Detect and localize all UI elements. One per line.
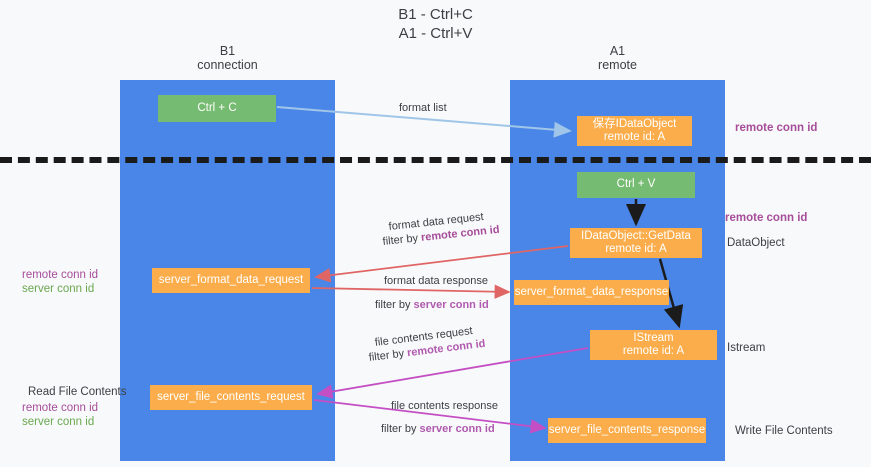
node-ctrl-v-label: Ctrl + V	[616, 178, 656, 191]
node-istream-sub: remote id: A	[622, 345, 685, 357]
edge-label-filter-prefix: filter by	[381, 423, 420, 435]
column-header-b1: B1 connection	[120, 44, 335, 72]
edge-label-file-contents-response-text: file contents response	[391, 400, 499, 412]
edge-label-file-contents-response-line1: file contents response	[391, 399, 498, 413]
node-ctrl-v[interactable]: Ctrl + V	[577, 172, 695, 198]
node-istream[interactable]: IStream remote id: A	[590, 330, 717, 360]
edge-label-format-list-text: format list	[399, 102, 447, 114]
side-label-left-server-conn-id-2: server conn id	[22, 416, 95, 428]
node-server-file-contents-response-label: server_file_contents_response	[548, 423, 706, 436]
side-label-left-conn-ids-bottom: remote conn id server conn id	[22, 401, 98, 429]
node-server-file-contents-request-label: server_file_contents_request	[157, 390, 305, 403]
column-header-b1-name: B1	[219, 44, 236, 58]
column-header-b1-role: connection	[197, 58, 258, 72]
node-save-idataobject[interactable]: 保存IDataObject remote id: A	[577, 116, 692, 146]
node-server-format-data-response[interactable]: server_format_data_response	[514, 280, 669, 305]
side-label-remote-conn-id-mid: remote conn id	[725, 212, 808, 224]
node-server-format-data-request-label: server_format_data_request	[158, 273, 304, 286]
edge-label-format-data-response-line1: format data response	[384, 274, 488, 288]
side-label-left-conn-ids-top: remote conn id server conn id	[22, 268, 98, 296]
node-save-idataobject-label: 保存IDataObject	[592, 117, 677, 130]
side-label-read-file-contents: Read File Contents	[28, 386, 127, 398]
column-header-a1-name: A1	[609, 44, 626, 58]
node-server-file-contents-request[interactable]: server_file_contents_request	[150, 385, 312, 410]
edge-label-filter-prefix: filter by	[382, 231, 422, 248]
node-server-file-contents-response[interactable]: server_file_contents_response	[548, 418, 706, 443]
side-label-left-remote-conn-id: remote conn id	[22, 269, 99, 281]
side-label-istream: Istream	[727, 342, 766, 354]
edge-label-filter-prefix: filter by	[368, 347, 408, 364]
edge-label-format-list: format list	[399, 101, 447, 115]
side-label-left-server-conn-id: server conn id	[22, 283, 95, 295]
node-idataobject-getdata-label: IDataObject::GetData	[581, 229, 691, 242]
node-server-format-data-response-label: server_format_data_response	[514, 285, 669, 298]
side-label-write-file-contents: Write File Contents	[735, 425, 833, 437]
node-ctrl-c-label: Ctrl + C	[197, 101, 237, 114]
node-ctrl-c[interactable]: Ctrl + C	[158, 95, 276, 122]
edge-label-filter-key: server conn id	[413, 299, 489, 311]
arrow-format-data-response	[311, 284, 511, 299]
page-title: B1 - Ctrl+C A1 - Ctrl+V	[0, 5, 871, 43]
node-save-idataobject-sub: remote id: A	[603, 131, 666, 143]
phase-divider	[0, 157, 871, 163]
edge-label-format-data-response-line2: filter by server conn id	[375, 298, 489, 312]
side-label-left-remote-conn-id-2: remote conn id	[22, 402, 99, 414]
side-label-remote-conn-id-top: remote conn id	[735, 122, 818, 134]
title-line-2: A1 - Ctrl+V	[398, 25, 473, 42]
column-header-a1-role: remote	[598, 58, 637, 72]
column-header-a1: A1 remote	[510, 44, 725, 72]
node-idataobject-getdata-sub: remote id: A	[605, 243, 667, 255]
edge-label-file-contents-response-line2: filter by server conn id	[381, 422, 495, 436]
edge-label-filter-key: server conn id	[419, 423, 495, 435]
edge-label-filter-prefix: filter by	[375, 299, 414, 311]
edge-label-format-data-response-text: format data response	[384, 275, 488, 287]
node-idataobject-getdata[interactable]: IDataObject::GetData remote id: A	[570, 228, 702, 258]
node-istream-label: IStream	[633, 331, 674, 344]
side-label-dataobject: DataObject	[727, 237, 785, 249]
node-server-format-data-request[interactable]: server_format_data_request	[152, 268, 310, 293]
title-line-1: B1 - Ctrl+C	[398, 6, 473, 23]
